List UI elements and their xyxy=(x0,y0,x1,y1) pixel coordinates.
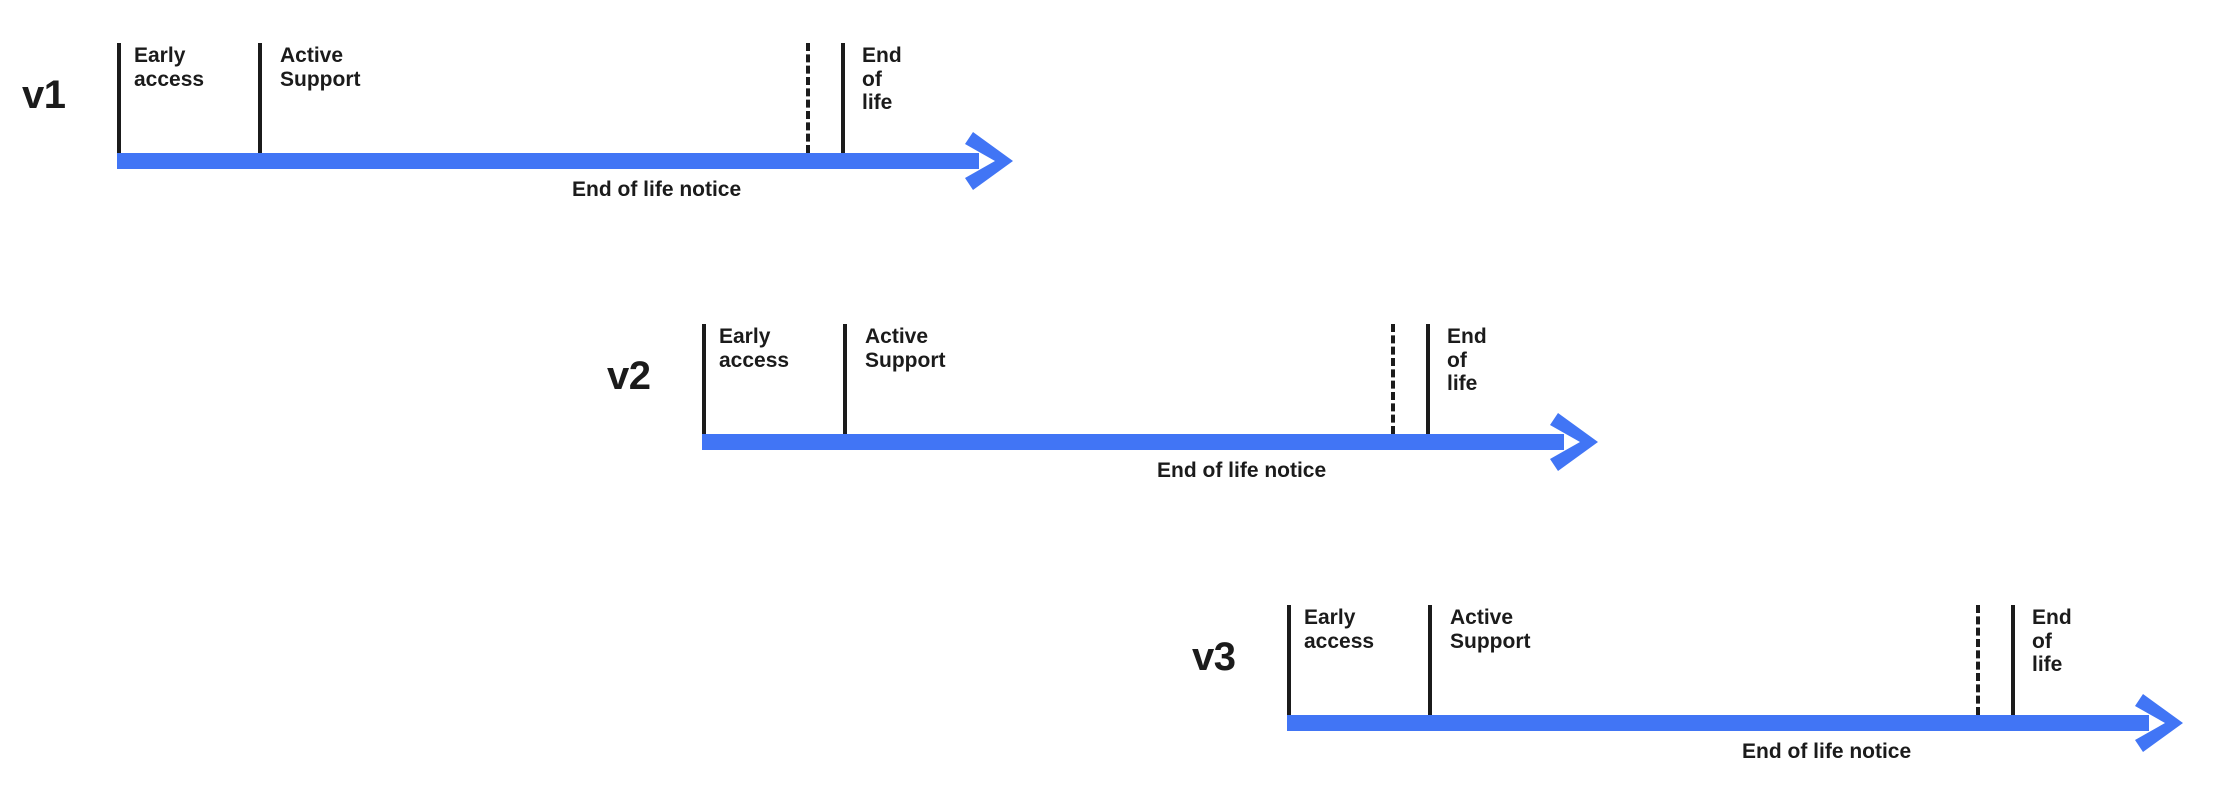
phase-label-early-access: Early access xyxy=(134,44,205,91)
phase-divider-early-access-start xyxy=(117,43,121,153)
phase-label-early-access: Early access xyxy=(719,325,790,372)
lifecycle-arrow-shaft xyxy=(702,434,1564,450)
phase-label-end-of-life: End of life xyxy=(862,44,902,115)
lifecycle-arrow-shaft xyxy=(1287,715,2149,731)
lifecycle-arrow-shaft xyxy=(117,153,979,169)
end-of-life-notice-marker xyxy=(1976,605,1980,715)
phase-label-early-access: Early access xyxy=(1304,606,1375,653)
phase-label-active-support: Active Support xyxy=(280,44,361,91)
end-of-life-notice-caption: End of life notice xyxy=(1742,740,1912,763)
end-of-life-notice-marker xyxy=(806,43,810,153)
phase-divider-active-support-start xyxy=(1428,605,1432,715)
end-of-life-notice-caption: End of life notice xyxy=(572,178,742,201)
phase-divider-end-of-life-start xyxy=(1426,324,1430,434)
phase-label-end-of-life: End of life xyxy=(1447,325,1487,396)
phase-label-end-of-life: End of life xyxy=(2032,606,2072,677)
lifecycle-arrow-head xyxy=(1550,409,1610,475)
version-label-v3: v3 xyxy=(1192,635,1236,679)
phase-divider-early-access-start xyxy=(702,324,706,434)
phase-label-active-support: Active Support xyxy=(1450,606,1531,653)
phase-divider-early-access-start xyxy=(1287,605,1291,715)
lifecycle-arrow-head xyxy=(2135,690,2195,756)
phase-divider-end-of-life-start xyxy=(2011,605,2015,715)
version-label-v1: v1 xyxy=(22,73,66,117)
phase-divider-active-support-start xyxy=(258,43,262,153)
phase-divider-end-of-life-start xyxy=(841,43,845,153)
end-of-life-notice-marker xyxy=(1391,324,1395,434)
phase-divider-active-support-start xyxy=(843,324,847,434)
lifecycle-arrow-head xyxy=(965,128,1025,194)
phase-label-active-support: Active Support xyxy=(865,325,946,372)
end-of-life-notice-caption: End of life notice xyxy=(1157,459,1327,482)
version-label-v2: v2 xyxy=(607,354,651,398)
